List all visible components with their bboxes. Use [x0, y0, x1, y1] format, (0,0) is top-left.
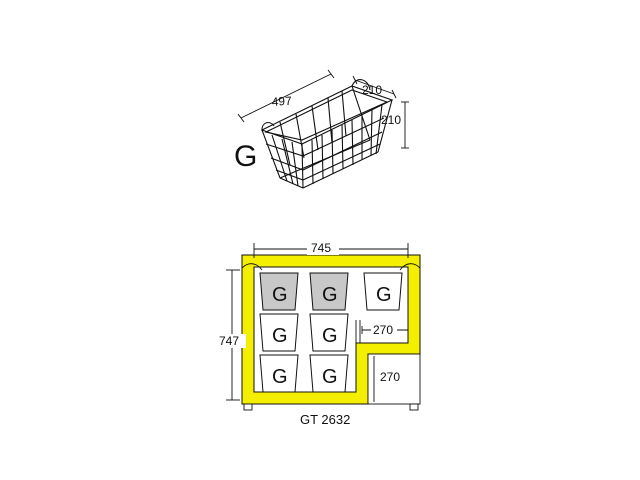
basket-wire	[291, 141, 299, 187]
bin	[363, 272, 403, 311]
basket-post	[301, 143, 304, 189]
bin-label: G	[272, 325, 288, 347]
dim-tick	[237, 113, 245, 123]
basket-wire	[295, 113, 305, 159]
basket-wire	[311, 105, 319, 151]
basket-wire	[271, 134, 288, 182]
basket-wire	[265, 117, 385, 157]
basket-width-label: 210	[362, 83, 382, 97]
lid-hinges	[241, 263, 421, 271]
basket-wire	[351, 119, 354, 166]
basket-wire	[327, 97, 333, 144]
basket-post	[377, 99, 393, 153]
dim-label-bg	[307, 241, 339, 255]
bin-label: G	[322, 284, 338, 306]
dim-tick	[391, 89, 397, 99]
freezer-feet	[243, 403, 419, 411]
basket-wire	[331, 129, 334, 175]
basket-wire	[311, 139, 314, 185]
bin-label: G	[272, 366, 288, 388]
bin-label: G	[322, 366, 338, 388]
wire-basket	[260, 79, 394, 189]
basket-wire	[321, 134, 324, 180]
basket-wire	[370, 109, 373, 157]
basket-bottom-left	[279, 177, 304, 189]
basket-length-label: 497	[271, 94, 292, 109]
bin-label: G	[272, 284, 288, 306]
basket-wire	[279, 121, 291, 166]
bin	[259, 272, 299, 311]
bin	[309, 313, 349, 352]
step-height-label: 270	[380, 370, 400, 384]
dim-label-bg	[218, 334, 246, 348]
basket-top-rim-inner	[264, 89, 389, 141]
compressor-step	[367, 353, 421, 405]
bin	[309, 272, 349, 311]
dim-label-bg	[371, 323, 397, 337]
bin-label: G	[322, 325, 338, 347]
dim-line-width	[354, 79, 395, 95]
basket-wire	[270, 131, 383, 171]
freezer-width-label: 745	[311, 241, 331, 255]
basket-handle	[261, 121, 275, 131]
bin	[259, 313, 299, 352]
basket-bottom-back	[302, 151, 379, 189]
freezer-height-label: 747	[219, 334, 239, 348]
dim-tick	[327, 69, 335, 79]
step-width-label: 270	[373, 323, 393, 337]
bin	[259, 354, 299, 393]
basket-handle	[351, 79, 371, 91]
basket-dimensions	[237, 69, 409, 149]
dim-tick	[352, 75, 358, 85]
basket-wire	[341, 90, 347, 137]
basket-post	[351, 85, 371, 141]
basket-height-label: 210	[381, 113, 401, 127]
basket-wire	[375, 104, 383, 155]
dim-line-length	[240, 73, 332, 119]
basket-wire	[275, 143, 381, 181]
bin	[309, 354, 349, 393]
basket-letter: G	[234, 140, 257, 173]
bin-label: G	[376, 284, 392, 306]
basket-wire	[281, 138, 294, 185]
freezer-bins	[259, 272, 403, 393]
model-label: GT 2632	[300, 412, 350, 427]
basket-wire	[341, 124, 344, 170]
